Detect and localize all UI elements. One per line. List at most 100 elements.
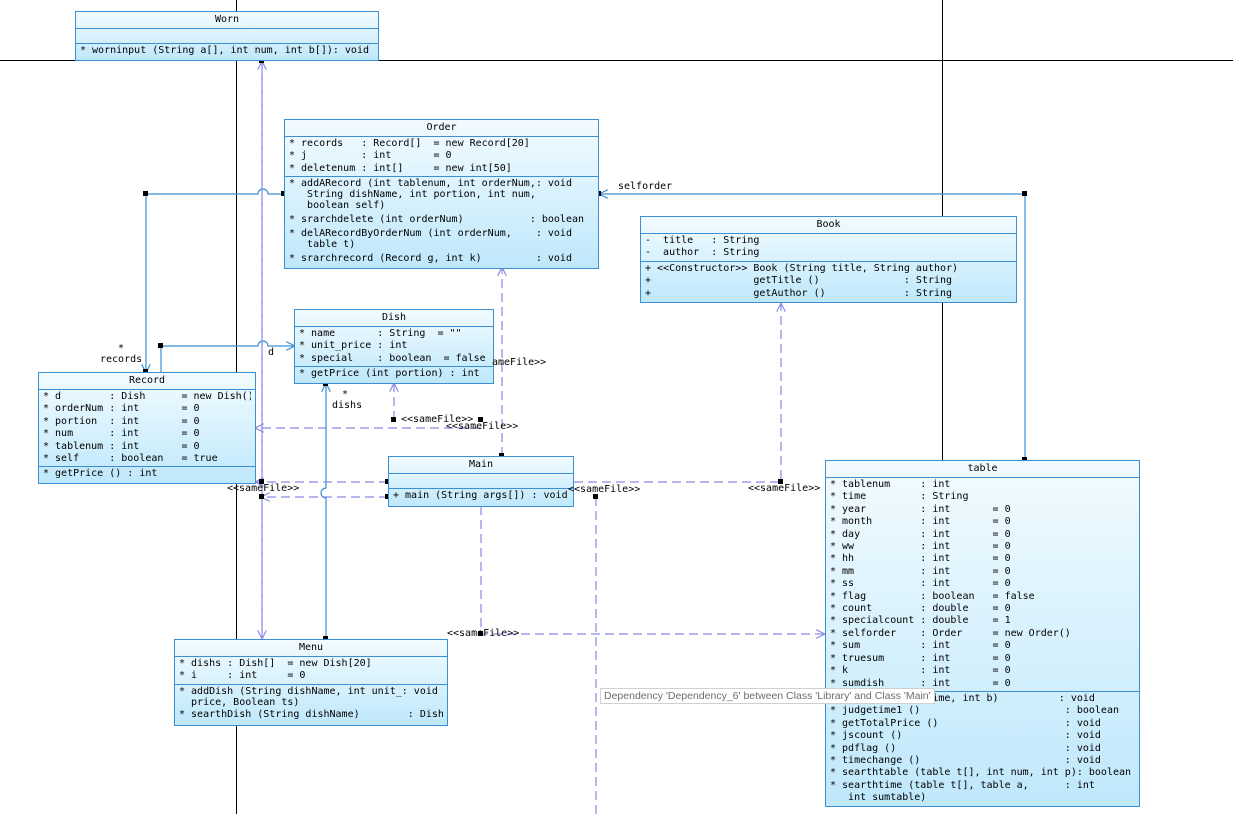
class-book-name: Book: [641, 217, 1016, 234]
method-row[interactable]: * worninput (String a[], int num, int b[…: [80, 45, 369, 56]
class-table-name: table: [826, 461, 1139, 478]
class-order-name: Order: [285, 120, 598, 137]
method-row[interactable]: * judgetime1 () : boolean: [830, 705, 1119, 717]
method-row[interactable]: * getTotalPrice () : void: [830, 717, 1101, 729]
attribute-row[interactable]: * name : String = "": [299, 328, 462, 339]
method-row[interactable]: * getPrice () : int: [43, 468, 158, 480]
class-record-attributes: * d : Dish = new Dish() * orderNum : int…: [39, 390, 255, 468]
attribute-row[interactable]: * month : int = 0: [830, 516, 1011, 528]
attribute-row[interactable]: * ss : int = 0: [830, 578, 1011, 590]
method-row[interactable]: * searthDish (String dishName) : Dish: [179, 708, 443, 720]
attribute-row[interactable]: * truesum : int = 0: [830, 652, 1011, 664]
method-row[interactable]: * getPrice (int portion) : int: [299, 368, 480, 380]
class-worn-methods: * worninput (String a[], int num, int b[…: [76, 44, 378, 58]
method-row[interactable]: + <<Constructor>> Book (String title, St…: [645, 262, 959, 274]
class-worn-name: Worn: [76, 12, 378, 29]
attribute-row[interactable]: * special : boolean = false: [299, 352, 486, 364]
attribute-row[interactable]: * ww : int = 0: [830, 541, 1011, 553]
attribute-row[interactable]: * dishs : Dish[] = new Dish[20]: [179, 658, 372, 669]
class-main-methods: + main (String args[]) : void: [389, 489, 573, 503]
method-row[interactable]: * timechange () : void: [830, 754, 1101, 766]
attribute-row[interactable]: * tablenum : int: [830, 479, 951, 490]
attribute-row[interactable]: * unit_price : int: [299, 340, 408, 352]
attribute-row[interactable]: * self : boolean = true: [43, 453, 218, 465]
method-row[interactable]: * addARecord (int tablenum, int orderNum…: [289, 178, 572, 190]
attribute-row[interactable]: * mm : int = 0: [830, 565, 1011, 577]
attribute-row[interactable]: * hh : int = 0: [830, 553, 1011, 565]
attribute-row[interactable]: * count : double = 0: [830, 603, 1011, 615]
method-row[interactable]: * searthtable (table t[], int num, int p…: [830, 767, 1132, 779]
class-table-methods: * input (String time, int b) : void * ju…: [826, 692, 1139, 806]
label-records: records: [100, 354, 143, 365]
attribute-row[interactable]: * sum : int = 0: [830, 640, 1011, 652]
dep-main-book[interactable]: [574, 304, 781, 483]
method-row[interactable]: + getTitle () : String: [645, 275, 953, 287]
label-samefile-record: <<sameFile>>: [446, 421, 519, 432]
class-worn[interactable]: Worn * worninput (String a[], int num, i…: [75, 11, 379, 61]
class-table[interactable]: table * tablenum : int * time : String *…: [825, 460, 1140, 807]
attribute-row[interactable]: * orderNum : int = 0: [43, 403, 200, 415]
label-records-multiplicity: *: [118, 343, 125, 354]
class-menu-methods: * addDish (String dishName, int unit_: v…: [175, 685, 447, 722]
class-book[interactable]: Book - title : String - author : String …: [640, 216, 1017, 303]
method-row[interactable]: + getAuthor () : String: [645, 287, 953, 299]
label-samefile-table: <<sameFile>>: [447, 628, 520, 639]
label-samefile-record-2: <<sameFile>>: [227, 483, 300, 494]
attribute-row[interactable]: * flag : boolean = false: [830, 590, 1035, 602]
attribute-row[interactable]: * tablenum : int = 0: [43, 440, 200, 452]
attribute-row[interactable]: * day : int = 0: [830, 528, 1011, 540]
attribute-row[interactable]: * specialcount : double = 1: [830, 615, 1011, 627]
method-row[interactable]: * searthtime (table t[], table a, : int: [830, 779, 1095, 791]
attribute-row[interactable]: * d : Dish = new Dish(): [43, 391, 251, 402]
method-row[interactable]: + main (String args[]) : void: [393, 490, 568, 501]
class-dish-methods: * getPrice (int portion) : int: [295, 367, 493, 381]
method-row-cont: int sumtable): [830, 792, 927, 804]
method-row[interactable]: * delARecordByOrderNum (int orderNum, : …: [289, 228, 572, 240]
attribute-row[interactable]: * k : int = 0: [830, 665, 1011, 677]
class-record-name: Record: [39, 373, 255, 390]
dep-main-menu[interactable]: [480, 506, 824, 634]
attribute-row[interactable]: - author : String: [645, 247, 760, 259]
method-row[interactable]: * pdflag () : void: [830, 742, 1101, 754]
attribute-row[interactable]: * time : String: [830, 491, 969, 503]
class-main-attributes: [389, 474, 573, 489]
class-main-name: Main: [389, 457, 573, 474]
method-row[interactable]: * srarchrecord (Record g, int k) : void: [289, 253, 572, 265]
class-dish-name: Dish: [295, 310, 493, 327]
label-selforder: selforder: [618, 181, 673, 192]
assoc-record-dish[interactable]: [160, 340, 294, 372]
class-order-attributes: * records : Record[] = new Record[20] * …: [285, 137, 598, 178]
label-dishs-multiplicity: *: [342, 389, 349, 400]
attribute-row[interactable]: - title : String: [645, 235, 760, 246]
attribute-row[interactable]: * deletenum : int[] = new int[50]: [289, 162, 512, 174]
method-row-cont: boolean self): [289, 200, 386, 212]
assoc-menu-dish[interactable]: [320, 384, 326, 640]
method-row-cont: price, Boolean ts): [179, 697, 300, 709]
attribute-row[interactable]: * j : int = 0: [289, 150, 452, 162]
method-row[interactable]: * srarchdelete (int orderNum) : boolean: [289, 214, 585, 226]
attribute-row[interactable]: * selforder : Order = new Order(): [830, 627, 1071, 639]
label-dishs: dishs: [332, 400, 363, 411]
attribute-row[interactable]: * records : Record[] = new Record[20]: [289, 138, 530, 149]
method-row-cont: String dishName, int portion, int num,: [289, 189, 536, 201]
label-samefile-main-right: <<sameFile>>: [568, 484, 641, 495]
method-row[interactable]: * addDish (String dishName, int unit_: v…: [179, 685, 438, 697]
class-main[interactable]: Main + main (String args[]) : void: [388, 456, 574, 507]
class-menu[interactable]: Menu * dishs : Dish[] = new Dish[20] * i…: [174, 639, 448, 726]
attribute-row[interactable]: * i : int = 0: [179, 670, 306, 682]
attribute-row[interactable]: * portion : int = 0: [43, 415, 200, 427]
method-row[interactable]: * jscount () : void: [830, 730, 1101, 742]
label-samefile-book: <<sameFile>>: [748, 483, 821, 494]
label-samefile-dish: <<sameFile>>: [401, 414, 474, 425]
dependency-tooltip: Dependency 'Dependency_6' between Class …: [600, 688, 935, 704]
attribute-row[interactable]: * year : int = 0: [830, 503, 1011, 515]
label-d: d: [268, 347, 275, 358]
class-dish[interactable]: Dish * name : String = "" * unit_price :…: [294, 309, 494, 384]
class-record[interactable]: Record * d : Dish = new Dish() * orderNu…: [38, 372, 256, 484]
class-book-methods: + <<Constructor>> Book (String title, St…: [641, 262, 1016, 301]
class-menu-attributes: * dishs : Dish[] = new Dish[20] * i : in…: [175, 657, 447, 685]
class-order[interactable]: Order * records : Record[] = new Record[…: [284, 119, 599, 269]
assoc-order-record[interactable]: [146, 188, 284, 372]
attribute-row[interactable]: * num : int = 0: [43, 428, 200, 440]
attribute-row[interactable]: * sumdish : int = 0: [830, 677, 1011, 689]
